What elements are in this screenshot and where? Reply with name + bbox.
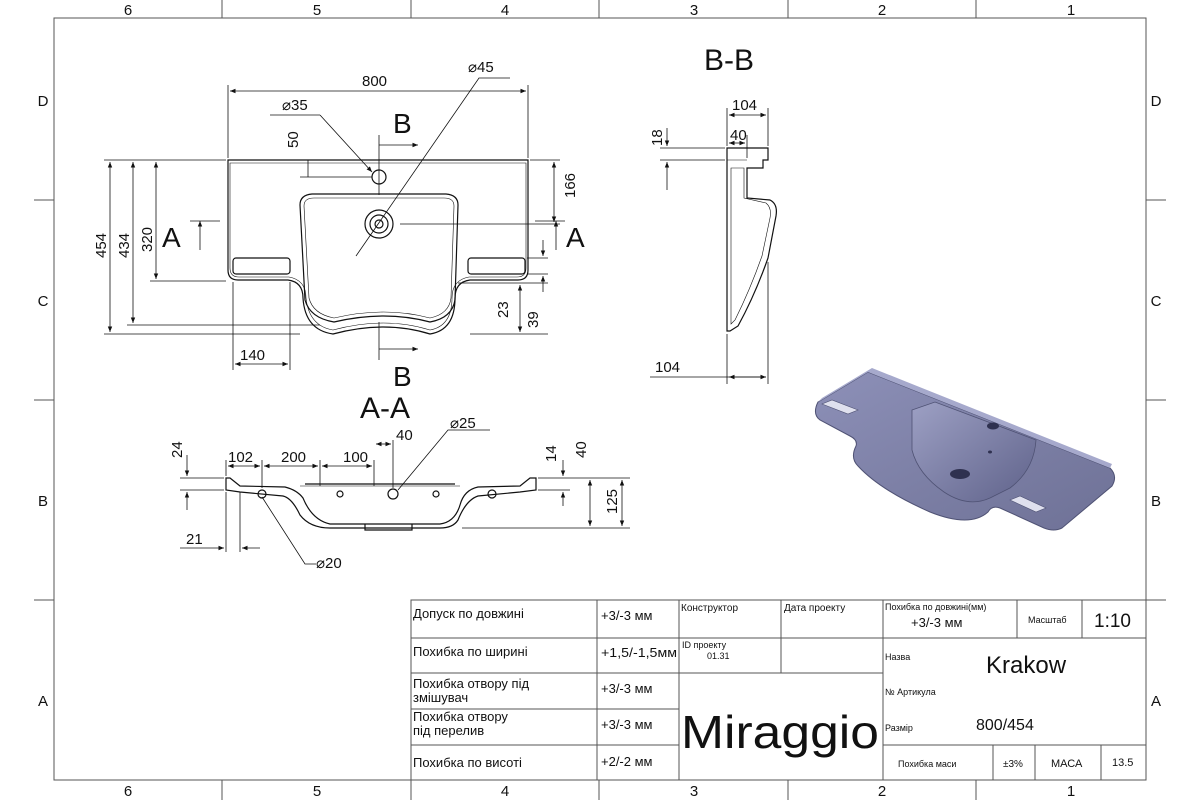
mass-value: 13.5: [1112, 757, 1133, 769]
col-label-bottom: 2: [878, 783, 886, 800]
dim-39: 39: [525, 311, 542, 328]
col-label-bottom: 3: [690, 783, 698, 800]
col-label-top: 6: [124, 2, 132, 19]
tol-row-label-part: під перелив: [413, 723, 484, 738]
dim-bb-18: 18: [649, 129, 666, 146]
name-label: Назва: [885, 652, 910, 662]
dim-320: 320: [139, 227, 156, 252]
section-aa-title: A-A: [360, 392, 410, 425]
col-label-top: 2: [878, 2, 886, 19]
tol-row-label: Похибка по ширині: [413, 644, 528, 659]
frame-column-labels: 6 5 4 3 2 1 6 5 4 3 2 1: [124, 2, 1075, 800]
dim-aa-200: 200: [281, 449, 306, 466]
row-label-right: B: [1151, 493, 1161, 510]
section-mark-a-right: A: [566, 222, 585, 253]
sink-3d-render: [814, 368, 1116, 531]
col-label-top: 3: [690, 2, 698, 19]
col-label-top: 4: [501, 2, 509, 19]
col-label-bottom: 1: [1067, 783, 1075, 800]
dim-aa-40: 40: [396, 427, 413, 444]
tol-row-value: +3/-3 мм: [601, 608, 653, 623]
length-tol-value: +3/-3 мм: [911, 615, 963, 630]
dim-aa-24: 24: [169, 441, 186, 458]
plan-outline: [227, 159, 529, 335]
row-label-left: B: [38, 493, 48, 510]
project-id: 01.31: [707, 651, 730, 661]
dim-bb-104-bottom: 104: [655, 359, 680, 376]
dim-aa-102: 102: [228, 449, 253, 466]
mass-tol-value: ±3%: [1003, 759, 1023, 770]
col-label-bottom: 5: [313, 783, 321, 800]
size-label: Размір: [885, 723, 913, 733]
dim-hole-45: ⌀45: [468, 59, 494, 76]
plan-section-marks: A A B B: [162, 108, 585, 392]
tol-row-label: Допуск по довжині: [413, 606, 524, 621]
section-mark-b-bottom: B: [393, 361, 412, 392]
dim-140: 140: [240, 347, 265, 364]
dim-bb-104-top: 104: [732, 97, 757, 114]
date-label: Дата проекту: [784, 603, 845, 614]
dim-aa-21: 21: [186, 531, 203, 548]
length-tol-label: Похибка по довжині(мм): [885, 602, 986, 612]
brand-logo-text: Miraggio: [681, 706, 879, 758]
row-label-left: C: [38, 293, 49, 310]
section-mark-b-top: B: [393, 108, 412, 139]
section-bb-view: B-B 104 40 18 104: [649, 44, 777, 384]
dim-aa-100: 100: [343, 449, 368, 466]
dim-aa-25: ⌀25: [450, 415, 476, 432]
tol-row-value: +1,5/-1,5мм: [601, 645, 677, 660]
col-label-bottom: 4: [501, 783, 509, 800]
col-label-top: 1: [1067, 2, 1075, 19]
dim-hole-35: ⌀35: [282, 97, 308, 114]
product-name: Krakow: [986, 652, 1067, 679]
dim-50: 50: [285, 131, 302, 148]
dim-width: 800: [362, 73, 387, 90]
scale-value: 1:10: [1094, 611, 1131, 632]
tol-row-label: Похибка по висоті: [413, 755, 522, 770]
dim-bb-40: 40: [730, 127, 747, 144]
dim-166: 166: [562, 173, 579, 198]
mass-tol-label: Похибка маси: [898, 759, 956, 769]
dim-aa-14: 14: [543, 445, 560, 462]
dim-434: 434: [116, 233, 133, 258]
dim-23: 23: [495, 301, 512, 318]
section-bb-title: B-B: [704, 44, 754, 77]
row-label-right: A: [1151, 693, 1161, 710]
sheet-frame: [34, 0, 1166, 800]
col-label-bottom: 6: [124, 783, 132, 800]
plan-view: A A B B: [93, 59, 585, 392]
tol-row-label-part: Похибка отвору: [413, 709, 508, 724]
row-label-left: D: [38, 93, 49, 110]
tol-row-value: +3/-3 мм: [601, 717, 653, 732]
row-label-right: D: [1151, 93, 1162, 110]
dim-454: 454: [93, 233, 110, 258]
tol-row-label-part: змішувач: [413, 690, 468, 705]
title-block: Допуск по довжині +3/-3 мм Похибка по ши…: [413, 602, 1133, 770]
section-aa-view: A-A: [169, 392, 630, 572]
mass-label: МАСА: [1051, 758, 1083, 770]
dim-aa-20: ⌀20: [316, 555, 342, 572]
tol-row-label-part: Похибка отвору під: [413, 676, 529, 691]
scale-label: Масштаб: [1028, 615, 1067, 625]
row-label-left: A: [38, 693, 48, 710]
col-label-top: 5: [313, 2, 321, 19]
tol-row-value: +3/-3 мм: [601, 681, 653, 696]
project-id-label: ID проекту: [682, 640, 727, 650]
dim-aa-125: 125: [604, 489, 621, 514]
title-block-grid: [410, 599, 1147, 781]
designer-label: Конструктор: [681, 603, 738, 614]
section-mark-a-left: A: [162, 222, 181, 253]
dim-aa-40-right: 40: [573, 441, 590, 458]
frame-row-labels: D C B A D C B A: [38, 93, 1162, 710]
tol-row-value: +2/-2 мм: [601, 754, 653, 769]
row-label-right: C: [1151, 293, 1162, 310]
size-value: 800/454: [976, 717, 1034, 734]
article-label: № Артикула: [885, 687, 936, 697]
